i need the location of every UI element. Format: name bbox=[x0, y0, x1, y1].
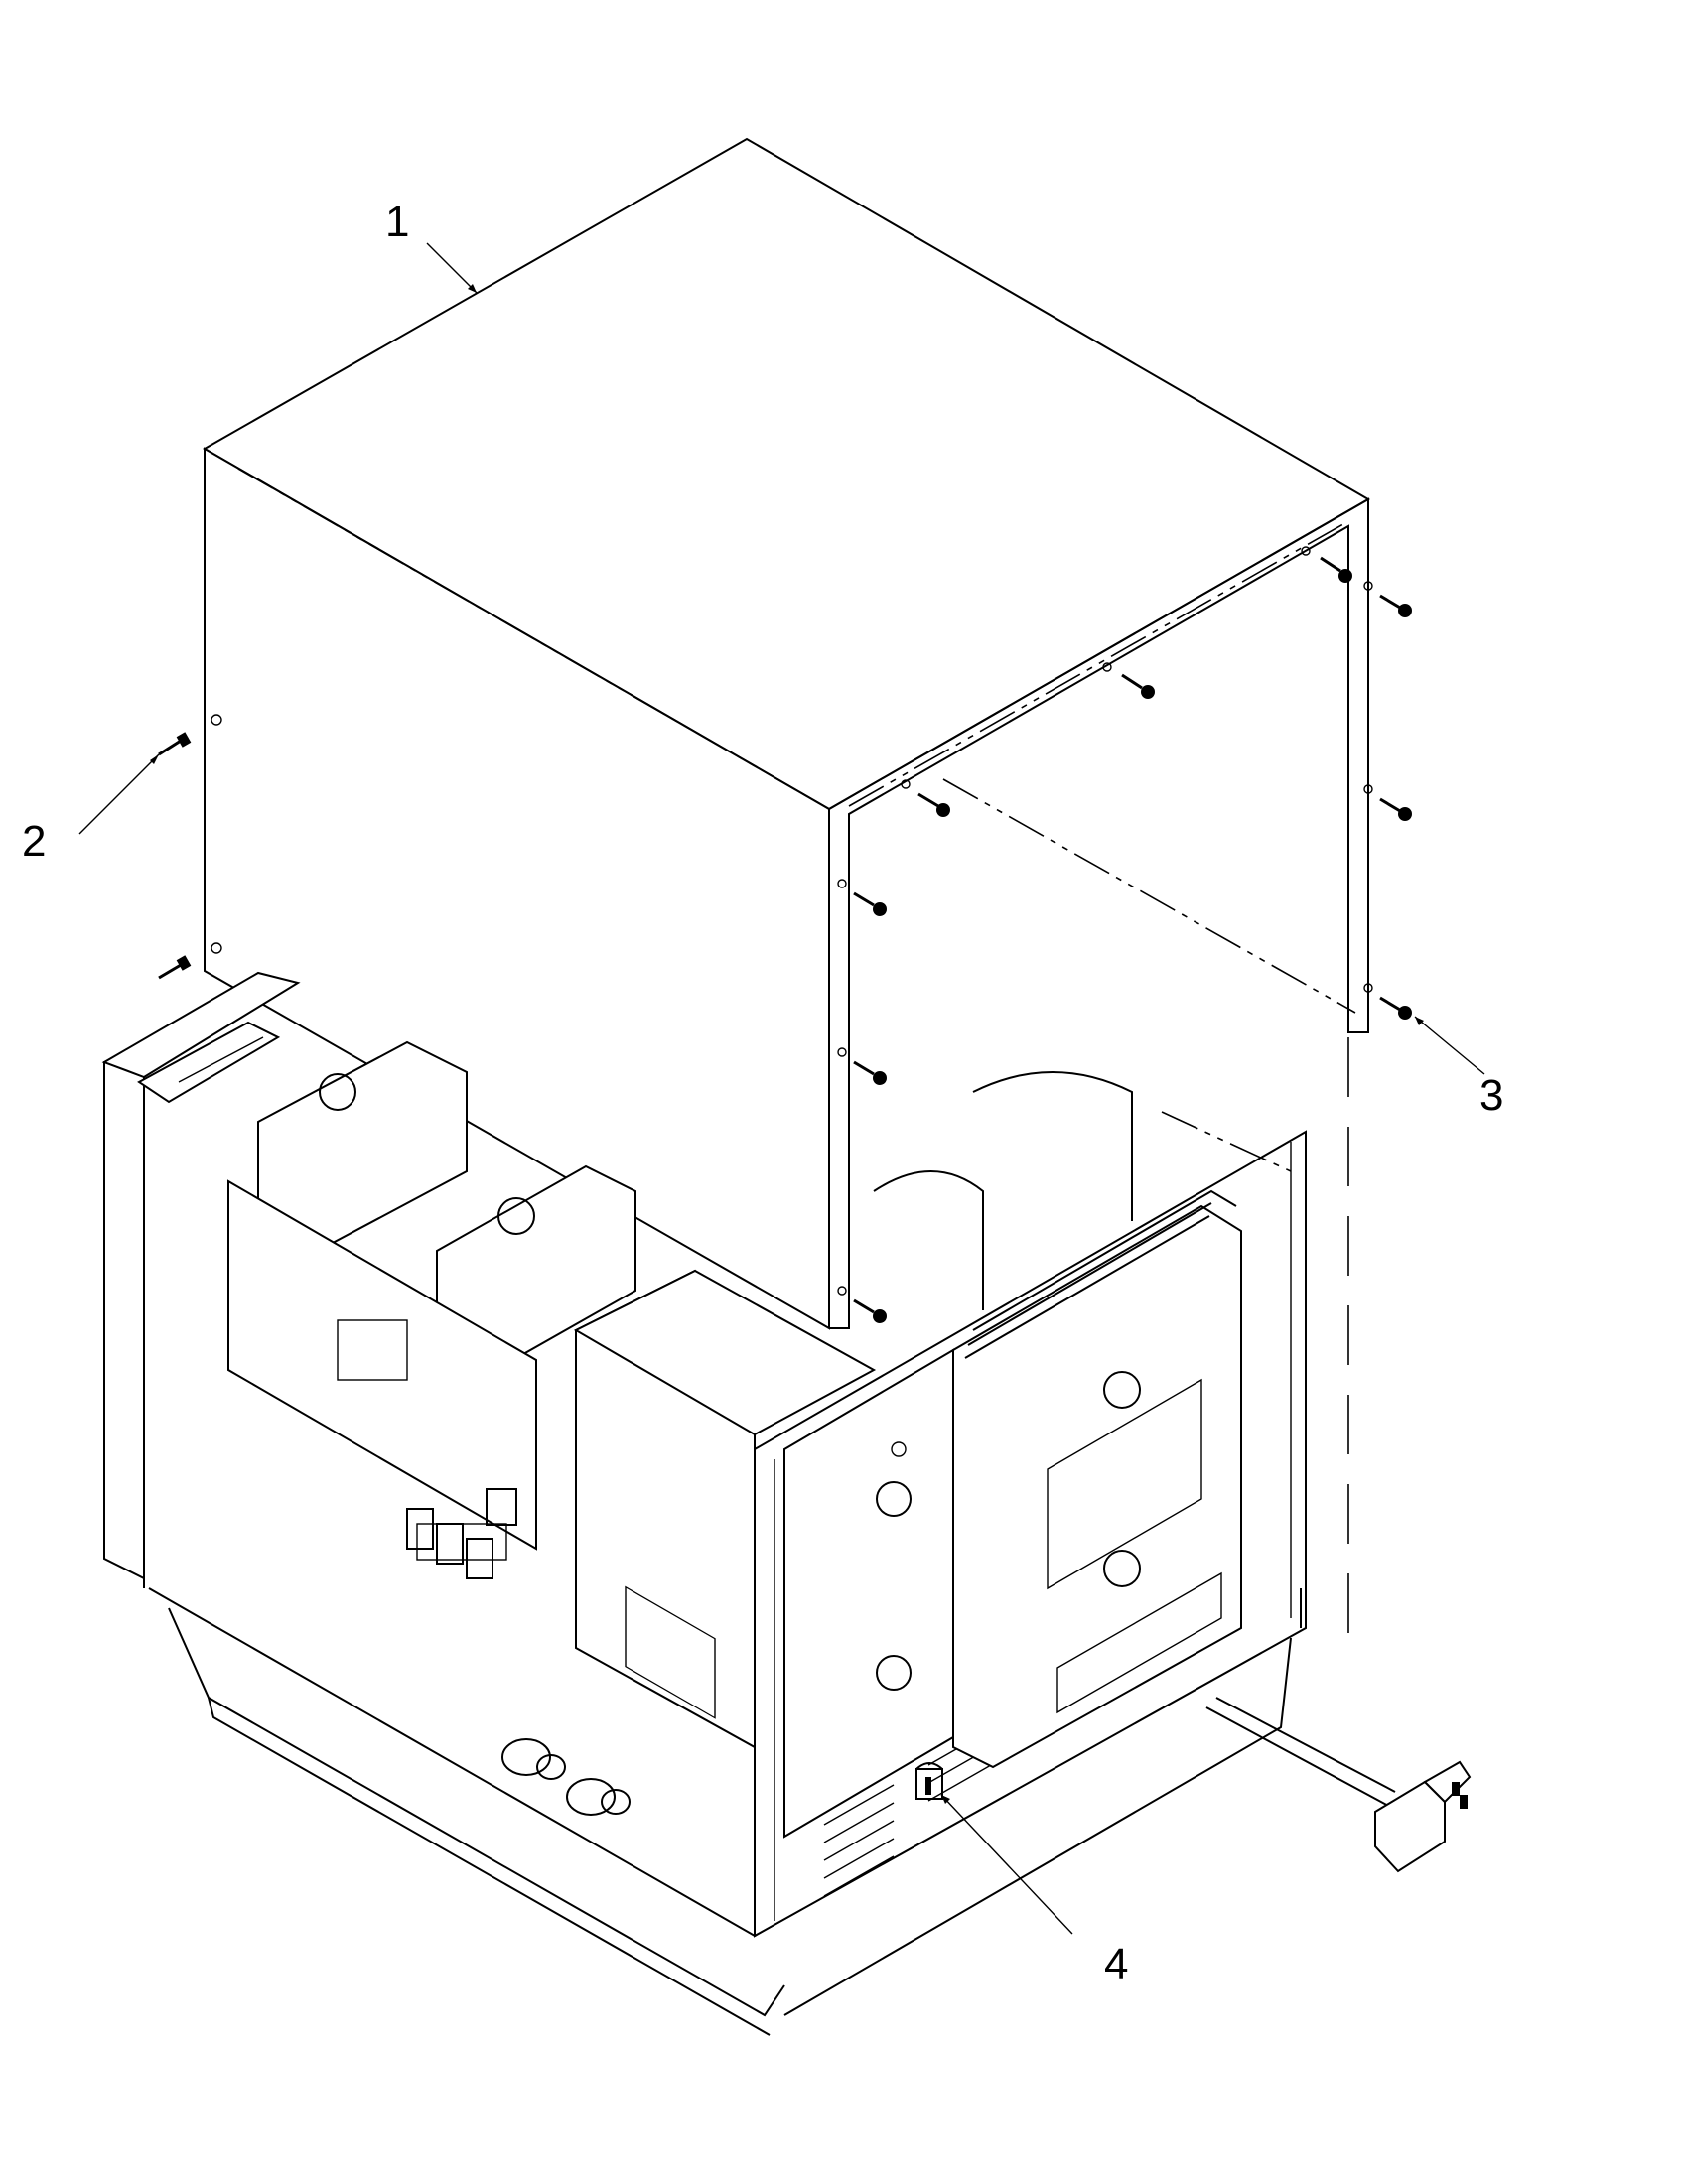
cover-part bbox=[202, 137, 1373, 1648]
callout-leaders bbox=[78, 242, 1485, 1935]
screw-left-upper bbox=[158, 732, 192, 756]
screw-left-lower bbox=[158, 955, 192, 980]
screw-right-9 bbox=[853, 1298, 887, 1323]
callout-1-label: 1 bbox=[385, 198, 409, 246]
screw-right-6 bbox=[853, 891, 887, 916]
callout-3-label: 3 bbox=[1479, 1071, 1503, 1120]
power-cord-plug bbox=[1205, 1697, 1472, 1873]
screw-right-2 bbox=[1379, 594, 1412, 617]
screw-right-5 bbox=[1379, 797, 1412, 821]
screw-right-7 bbox=[1379, 996, 1412, 1020]
callout-4-label: 4 bbox=[1104, 1940, 1128, 1988]
terminal-blocks bbox=[501, 1738, 631, 1816]
callout-2-label: 2 bbox=[22, 817, 46, 866]
chassis-base-unit bbox=[101, 971, 1472, 2036]
screws-part bbox=[158, 556, 1412, 1323]
screw-right-8 bbox=[853, 1060, 887, 1085]
screw-right-4 bbox=[917, 792, 950, 817]
screw-right-3 bbox=[1121, 673, 1155, 699]
screw-right-1 bbox=[1320, 556, 1352, 583]
cord-clip-part bbox=[915, 1762, 943, 1800]
